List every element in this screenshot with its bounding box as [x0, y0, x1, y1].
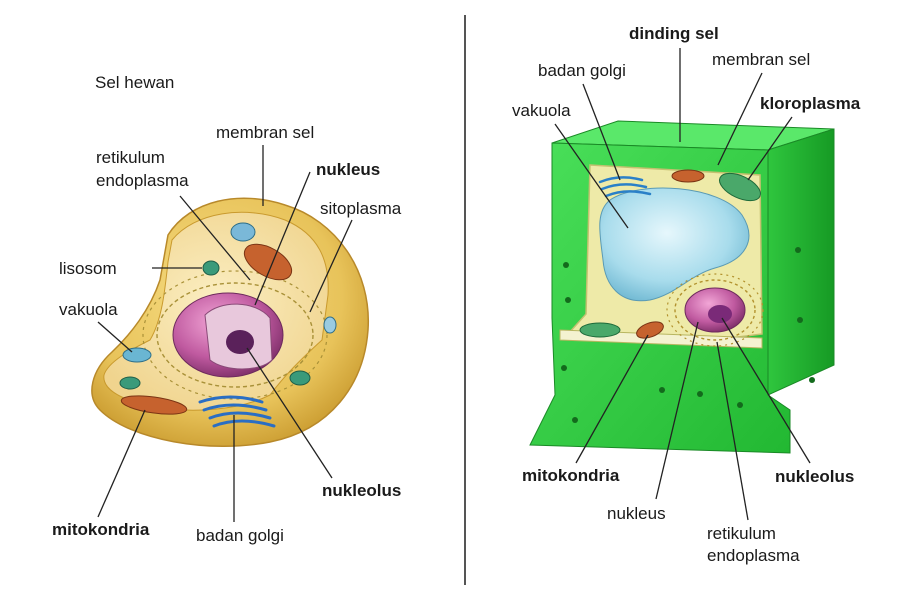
animal-vesicle-4: [323, 316, 337, 334]
plant-leader-nukleolus: [721, 317, 811, 464]
plant-labels: dinding sel badan golgi membran sel vaku…: [512, 24, 861, 565]
plant-label-nukleolus: nukleolus: [775, 467, 854, 486]
plant-label-kloroplasma: kloroplasma: [760, 94, 861, 113]
animal-label-nukleus: nukleus: [316, 160, 380, 179]
animal-label-vakuola: vakuola: [59, 300, 118, 319]
animal-label-badan-golgi: badan golgi: [196, 526, 284, 545]
plant-nucleolus: [708, 305, 732, 323]
animal-leader-retikulum: [179, 195, 251, 281]
animal-leader-sitoplasma: [309, 219, 353, 313]
plant-mitochondria-1: [671, 169, 705, 183]
animal-lysosome: [202, 260, 220, 276]
plant-leader-retikulum: [716, 341, 749, 521]
animal-vesicle-3: [230, 222, 256, 242]
animal-vesicle-1: [119, 376, 141, 390]
plant-label-retikulum: retikulum: [707, 524, 776, 543]
plant-chloroplast-2: [579, 322, 621, 338]
animal-label-lisosom: lisosom: [59, 259, 117, 278]
plant-leader-membran-sel: [717, 72, 763, 166]
animal-vesicle-2: [289, 370, 311, 386]
plant-leader-nukleus: [655, 321, 699, 500]
plant-wall-side: [767, 128, 835, 396]
animal-leader-nukleus: [254, 171, 311, 306]
animal-cell-illustration: [91, 197, 369, 447]
plant-leader-mitokondria: [575, 334, 649, 464]
animal-golgi: [198, 395, 276, 428]
animal-label-sitoplasma: sitoplasma: [320, 199, 402, 218]
plant-leader-badan-golgi: [582, 83, 621, 181]
animal-nucleolus: [226, 330, 254, 354]
plant-leader-vakuola: [554, 123, 629, 229]
plant-label-nukleus: nukleus: [607, 504, 666, 523]
plant-mitochondria-2: [636, 321, 664, 339]
animal-vakuola: [122, 347, 152, 363]
plant-golgi: [598, 176, 652, 198]
plant-chloroplast-1: [719, 172, 761, 202]
plant-label-badan-golgi: badan golgi: [538, 61, 626, 80]
animal-label-nukleolus: nukleolus: [322, 481, 401, 500]
animal-leader-vakuola: [97, 321, 133, 353]
animal-labels: Sel hewan membran sel retikulum endoplas…: [52, 73, 402, 545]
animal-leader-nukleolus: [246, 347, 333, 479]
plant-label-vakuola: vakuola: [512, 101, 571, 120]
animal-label-retikulum: retikulum: [96, 148, 165, 167]
animal-mitochondria-2: [243, 243, 293, 281]
animal-leader-mitokondria: [97, 409, 146, 518]
animal-mitochondria-1: [120, 395, 188, 415]
plant-wall-pits: [561, 247, 815, 423]
plant-label-endoplasma: endoplasma: [707, 546, 800, 565]
plant-vacuole: [599, 187, 750, 302]
plant-label-mitokondria: mitokondria: [522, 466, 620, 485]
plant-leader-kloroplasma: [747, 116, 793, 181]
plant-cell-illustration: [529, 120, 835, 454]
animal-label-membran-sel: membran sel: [216, 123, 314, 142]
animal-title: Sel hewan: [95, 73, 174, 92]
animal-label-mitokondria: mitokondria: [52, 520, 150, 539]
plant-label-dinding-sel: dinding sel: [629, 24, 719, 43]
plant-label-membran-sel: membran sel: [712, 50, 810, 69]
animal-label-endoplasma: endoplasma: [96, 171, 189, 190]
